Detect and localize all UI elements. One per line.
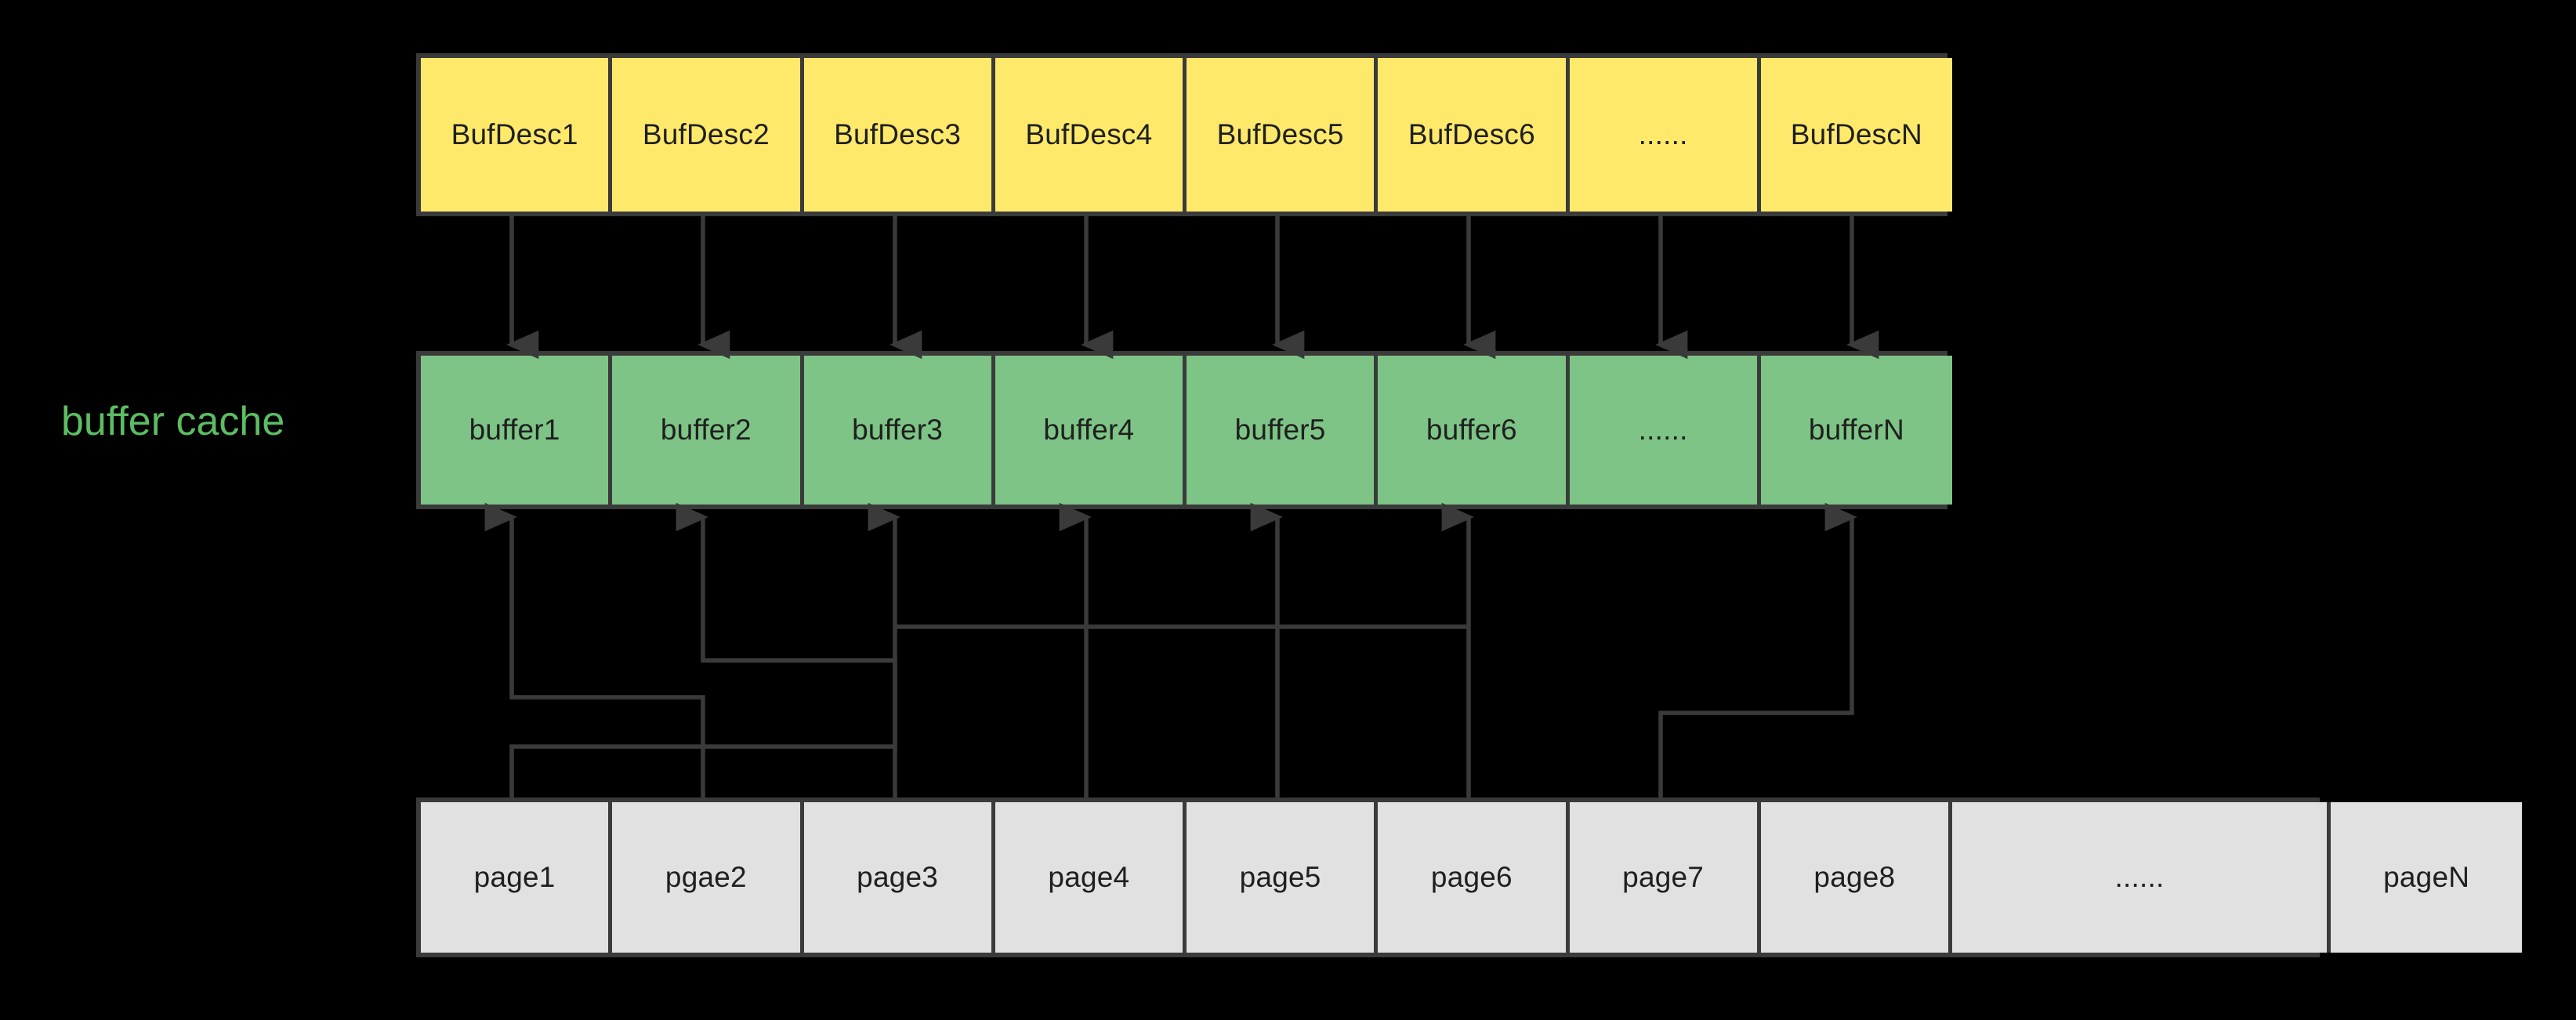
bufdesc-cell-2[interactable]: BufDesc2: [612, 58, 804, 212]
buffer-cell-2[interactable]: buffer2: [612, 356, 804, 505]
page-cell-n[interactable]: pageN: [2331, 802, 2523, 953]
page-cell-1[interactable]: page1: [421, 802, 613, 953]
bufdesc-cell-3[interactable]: BufDesc3: [803, 58, 995, 212]
page-cell-7[interactable]: page7: [1569, 802, 1761, 953]
wire-page3-to-buffer2: [676, 502, 897, 798]
buffer-cell-6[interactable]: buffer6: [1378, 356, 1570, 505]
bufdesc-cell-5[interactable]: BufDesc5: [1187, 58, 1379, 212]
page-cell-8[interactable]: page8: [1760, 802, 1952, 953]
page-row: page1 pgae2 page3 page4 page5 page6 page…: [416, 798, 2523, 957]
wire-page7-to-buffern: [1658, 502, 1857, 798]
bufdesc-cell-4[interactable]: BufDesc4: [995, 58, 1187, 212]
buffer-cell-n[interactable]: bufferN: [1760, 356, 1952, 505]
buffer-descriptor-row: BufDesc1 BufDesc2 BufDesc3 BufDesc4 BufD…: [416, 53, 1952, 216]
page-cell-ellipsis[interactable]: ......: [1952, 802, 2331, 953]
bufdesc-cell-n[interactable]: BufDescN: [1760, 58, 1952, 212]
buffer-cell-4[interactable]: buffer4: [995, 356, 1187, 505]
buffer-cell-5[interactable]: buffer5: [1187, 356, 1379, 505]
buffer-row: buffer1 buffer2 buffer3 buffer4 buffer5 …: [416, 351, 1952, 509]
bufdesc-cell-ellipsis[interactable]: ......: [1569, 58, 1761, 212]
page-cell-5[interactable]: page5: [1187, 802, 1379, 953]
buffer-cell-ellipsis[interactable]: ......: [1569, 356, 1761, 505]
bufdesc-cell-6[interactable]: BufDesc6: [1378, 58, 1570, 212]
buffer-cache-label: buffer cache: [61, 399, 285, 444]
bufdesc-cell-1[interactable]: BufDesc1: [421, 58, 613, 212]
page-cell-3[interactable]: page3: [803, 802, 995, 953]
page-cell-6[interactable]: page6: [1378, 802, 1570, 953]
page-cell-2[interactable]: pgae2: [612, 802, 804, 953]
wire-page2-to-buffer1: [484, 502, 705, 798]
buffer-cell-1[interactable]: buffer1: [421, 356, 613, 505]
wire-page1-to-buffer3: [509, 502, 900, 798]
page-cell-4[interactable]: page4: [995, 802, 1187, 953]
buffer-cell-3[interactable]: buffer3: [803, 356, 995, 505]
